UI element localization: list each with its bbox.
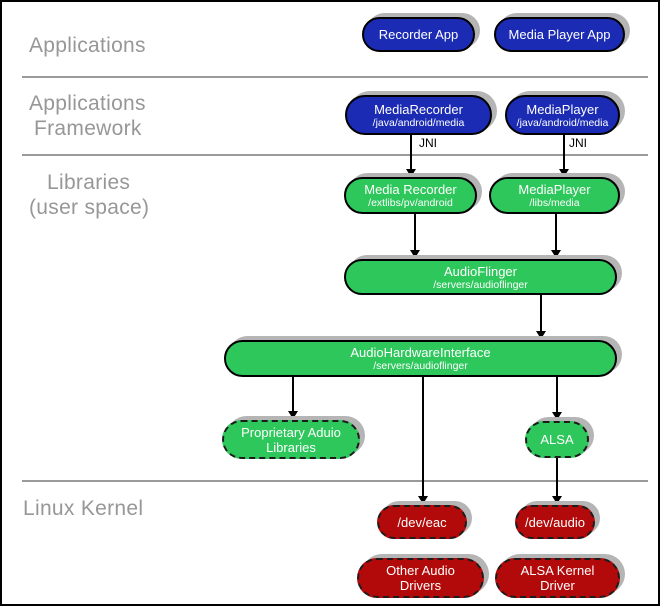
layer-label-linux-kernel: Linux Kernel — [23, 496, 143, 521]
node-mediaplayer-lib: MediaPlayer /libs/media — [489, 177, 620, 214]
layer-label-libraries: Libraries (user space) — [29, 170, 149, 220]
arrow-audioflinger-to-ahi-head — [536, 331, 546, 339]
arrow-recorderlib-to-audioflinger-line — [414, 214, 416, 250]
node-audioflinger: AudioFlinger /servers/audioflinger — [344, 259, 617, 295]
arrow-mediaplayer-jni-line — [563, 135, 565, 169]
separator-framework-libraries — [22, 154, 648, 156]
node-audiohardwareinterface: AudioHardwareInterface /servers/audiofli… — [224, 340, 617, 377]
node-title: /dev/eac — [397, 514, 447, 530]
layer-label-text-line2: (user space) — [29, 196, 150, 219]
node-subtitle: /libs/media — [529, 197, 580, 209]
layer-label-applications-framework: Applications Framework — [29, 91, 146, 141]
arrow-ahi-to-proprietary-line — [292, 377, 294, 411]
arrow-ahi-to-alsa-head — [552, 412, 562, 420]
arrow-mediaplayer-jni-head — [559, 169, 569, 177]
layer-label-applications: Applications — [29, 33, 146, 58]
arrow-alsa-to-devaudio-line — [556, 458, 558, 496]
node-dev-audio: /dev/audio — [515, 505, 595, 539]
separator-applications-framework — [22, 76, 648, 78]
layer-label-text-line1: Applications — [29, 92, 146, 115]
node-title: ALSA — [540, 432, 574, 447]
arrow-ahi-to-proprietary-head — [288, 411, 298, 419]
node-title: Recorder App — [378, 27, 459, 42]
node-alsa-kernel-driver: ALSA Kernel Driver — [495, 558, 620, 598]
node-title: Media Recorder — [364, 182, 457, 197]
node-subtitle: /java/android/media — [372, 116, 465, 129]
node-title: ALSA Kernel Driver — [520, 563, 595, 593]
node-recorder-app: Recorder App — [362, 17, 475, 52]
arrow-alsa-to-devaudio-head — [552, 496, 562, 504]
node-title: /dev/audio — [525, 514, 585, 530]
node-title: MediaPlayer — [518, 182, 591, 197]
node-subtitle: /extlibs/pv/android — [368, 197, 453, 209]
node-proprietary-audio-libraries: Proprietary Aduio Libraries — [222, 420, 360, 459]
node-mediaplayer-framework: MediaPlayer /java/android/media — [505, 95, 620, 135]
node-title: Other Audio Drivers — [386, 563, 455, 593]
arrow-audioflinger-to-ahi-line — [540, 295, 542, 331]
node-subtitle: /servers/audioflinger — [373, 360, 468, 372]
node-title: AudioFlinger — [444, 263, 517, 279]
separator-libraries-kernel — [22, 480, 648, 482]
node-title: Proprietary Aduio Libraries — [241, 424, 341, 455]
arrow-recorderlib-to-audioflinger-head — [410, 250, 420, 258]
node-subtitle: /servers/audioflinger — [433, 278, 528, 291]
node-media-recorder-lib: Media Recorder /extlibs/pv/android — [344, 177, 477, 214]
node-media-player-app: Media Player App — [494, 17, 625, 52]
jni-label-right: JNI — [569, 136, 587, 150]
node-alsa: ALSA — [525, 421, 589, 458]
node-title: AudioHardwareInterface — [350, 345, 491, 360]
layer-label-text-line1: Libraries — [47, 171, 131, 194]
node-title: MediaPlayer — [526, 101, 599, 117]
node-other-audio-drivers: Other Audio Drivers — [357, 558, 484, 598]
arrow-mediarecorder-jni-head — [406, 169, 416, 177]
arrow-ahi-to-deveac-head — [418, 496, 428, 504]
jni-label-left: JNI — [419, 136, 437, 150]
arrow-playerlib-to-audioflinger-line — [555, 214, 557, 250]
arrow-playerlib-to-audioflinger-head — [551, 250, 561, 258]
node-title: MediaRecorder — [374, 101, 463, 117]
node-title: Media Player App — [508, 27, 611, 42]
node-mediarecorder-framework: MediaRecorder /java/android/media — [345, 95, 492, 135]
arrow-ahi-to-deveac-line — [422, 377, 424, 496]
arrow-mediarecorder-jni-line — [410, 135, 412, 169]
layer-label-text: Applications — [29, 34, 146, 57]
arrow-ahi-to-alsa-line — [556, 377, 558, 412]
node-dev-eac: /dev/eac — [377, 505, 467, 539]
layer-label-text-line2: Framework — [34, 117, 142, 140]
node-subtitle: /java/android/media — [516, 116, 609, 129]
layer-label-text: Linux Kernel — [23, 497, 144, 520]
